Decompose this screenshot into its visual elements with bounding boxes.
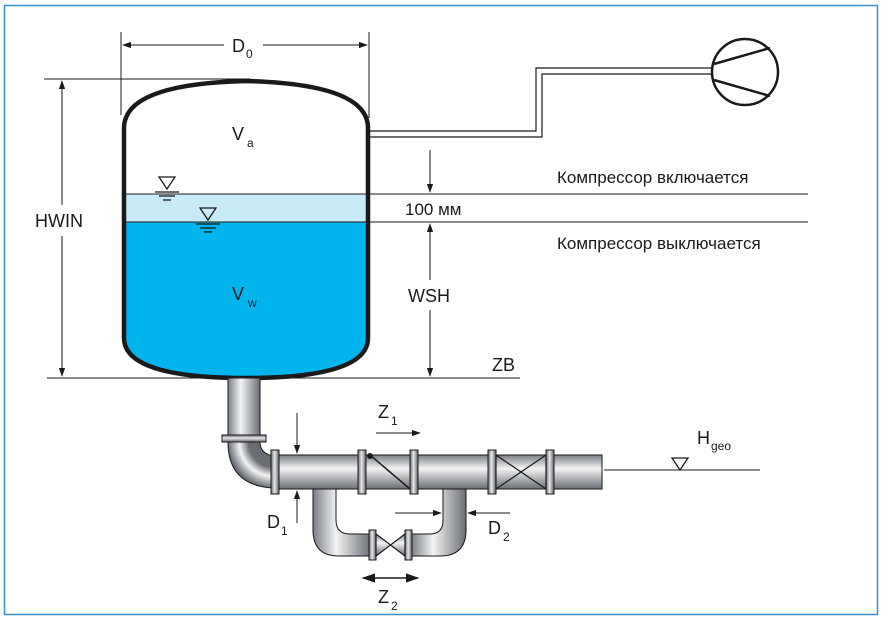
svg-text:Z: Z [378,402,389,422]
svg-text:1: 1 [391,414,398,428]
label-hgeo: H [697,428,710,448]
flange [357,449,367,495]
label-va: V [232,124,244,144]
air-band [124,194,368,222]
d1-dimension: D 1 [267,413,301,538]
label-d2: D [488,518,501,538]
label-d2-sub: 2 [503,530,510,544]
flange [368,529,377,561]
flange [487,449,497,495]
label-d0-sub: 0 [246,47,253,61]
compressor-icon [710,37,780,107]
level-annotations: Компрессор включается 100 мм Компрессор … [370,150,808,377]
tank: V a V w [121,78,371,381]
hwin-dimension: HWIN ZB [35,78,520,379]
label-wsh: WSH [408,286,450,306]
water-level-icon [155,176,179,201]
label-d1: D [267,512,280,532]
flange [409,449,419,495]
label-compressor-off: Компрессор выключается [557,234,761,253]
svg-text:Z: Z [378,587,389,607]
water-level-icon [196,207,220,233]
z1-label: Z 1 [376,402,421,437]
flange [221,434,267,443]
flange [270,449,280,495]
label-vw-sub: w [247,296,257,310]
flange [545,449,555,495]
label-hwin: HWIN [35,211,83,231]
hgeo-level: H geo [604,428,760,472]
label-compressor-on: Компрессор включается [557,168,748,187]
label-d0: D [232,36,245,56]
air-line [370,67,712,138]
label-100mm: 100 мм [405,200,461,219]
svg-text:2: 2 [391,599,398,613]
tank-outline [121,78,371,381]
outlet-pipe [221,377,275,489]
label-d1-sub: 1 [281,524,288,538]
label-zb: ZB [492,355,515,375]
d0-dimension: D 0 [120,32,370,118]
bypass-pipe [312,488,467,561]
water-body [124,222,368,378]
flange [404,529,413,561]
d2-dimension: D 2 [395,509,510,544]
z2-label: Z 2 [361,573,420,613]
valve-icon [495,453,547,491]
label-va-sub: a [247,136,254,150]
label-vw: V [232,284,244,304]
valve-icon [375,532,406,558]
water-level-icon [670,457,690,472]
check-valve-icon [367,453,411,490]
label-hgeo-sub: geo [711,439,731,453]
main-pipe [270,449,603,495]
